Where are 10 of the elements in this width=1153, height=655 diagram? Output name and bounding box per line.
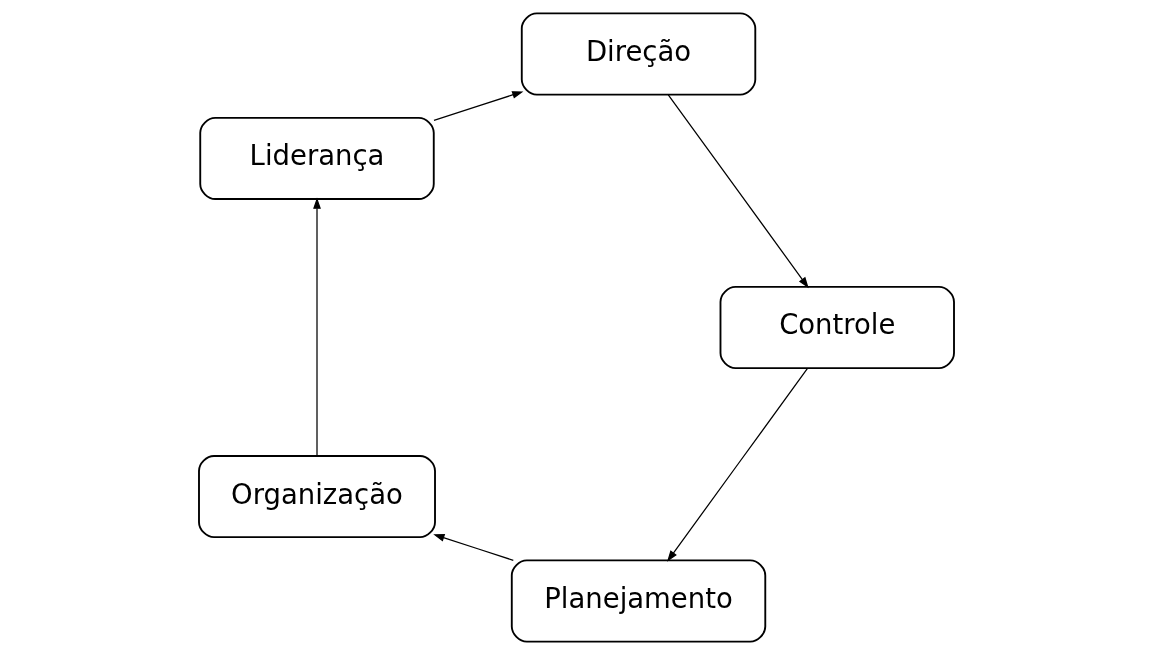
arrow bbox=[313, 197, 321, 457]
node-box: Organização bbox=[198, 455, 436, 539]
arrow bbox=[667, 367, 809, 562]
node-box: Planejamento bbox=[510, 559, 767, 643]
node-box: Liderança bbox=[199, 116, 435, 200]
arrow bbox=[667, 94, 809, 289]
arrow bbox=[433, 91, 524, 122]
node-box: Direção bbox=[520, 12, 757, 96]
arrow bbox=[433, 534, 514, 561]
node-box: Controle bbox=[719, 285, 955, 369]
